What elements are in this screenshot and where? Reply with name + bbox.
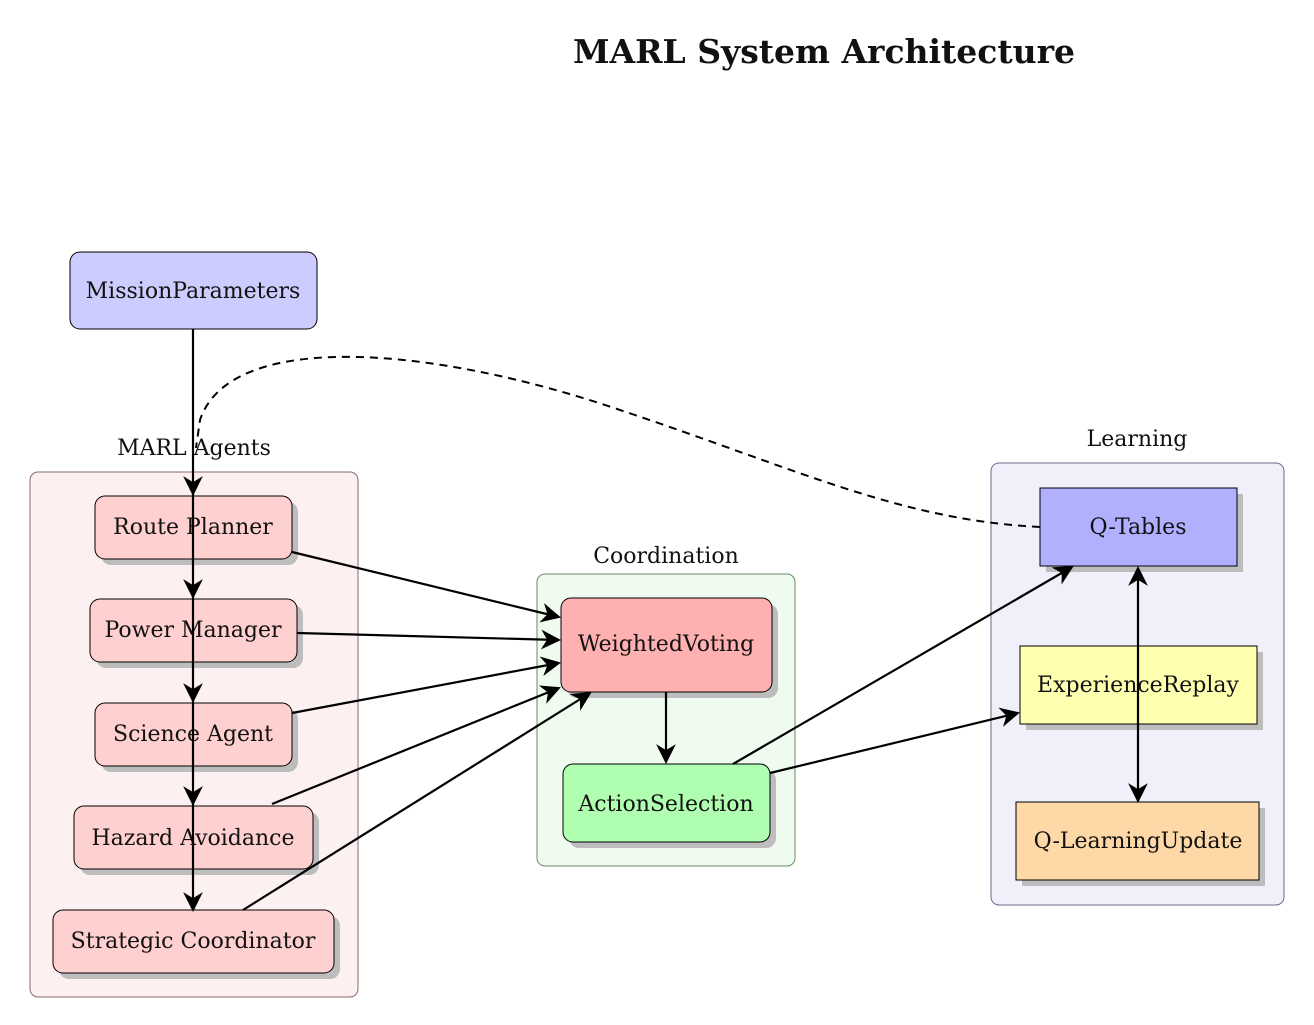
edge-strategic-to-voting <box>242 691 592 911</box>
q-learning-update-label: Q-LearningUpdate <box>1034 829 1243 854</box>
action-selection-box <box>562 763 771 843</box>
diagram-title: MARL System Architecture <box>573 32 1075 71</box>
weighted-voting-label: WeightedVoting <box>578 632 754 657</box>
node-weighted-voting: WeightedVoting <box>560 597 778 698</box>
group-learning-label: Learning <box>1087 427 1188 452</box>
edge-hazard-to-voting <box>271 685 561 806</box>
q-tables-label: Q-Tables <box>1089 515 1186 540</box>
node-route-planner: Route Planner <box>94 495 298 565</box>
node-power-manager: Power Manager <box>89 598 303 668</box>
edge-action-to-replay <box>769 707 1020 775</box>
q-tables-box <box>1039 487 1238 567</box>
edge-route-to-voting <box>291 550 561 623</box>
group-coordination-label: Coordination <box>593 544 739 569</box>
node-science-agent: Science Agent <box>94 702 298 772</box>
node-experience-replay: ExperienceReplay <box>1019 645 1263 730</box>
edges <box>183 329 1148 912</box>
q-learning-update-box <box>1015 801 1260 881</box>
node-q-learning-update: Q-LearningUpdate <box>1015 801 1265 886</box>
node-mission-parameters: MissionParameters <box>69 251 318 330</box>
node-strategic-coordinator: Strategic Coordinator <box>52 909 340 979</box>
edge-action-to-qtables <box>732 566 1074 765</box>
node-q-tables: Q-Tables <box>1039 487 1243 572</box>
node-action-selection: ActionSelection <box>562 763 776 848</box>
action-selection-label: ActionSelection <box>577 792 753 817</box>
edge-power-to-voting <box>296 629 561 650</box>
edge-qtables-feedback-dashed <box>195 355 1041 528</box>
node-hazard-avoidance: Hazard Avoidance <box>73 805 319 875</box>
edge-science-to-voting <box>291 656 561 715</box>
strategic-coordinator-label: Strategic Coordinator <box>71 929 316 954</box>
mission-parameters-label: MissionParameters <box>86 279 301 304</box>
